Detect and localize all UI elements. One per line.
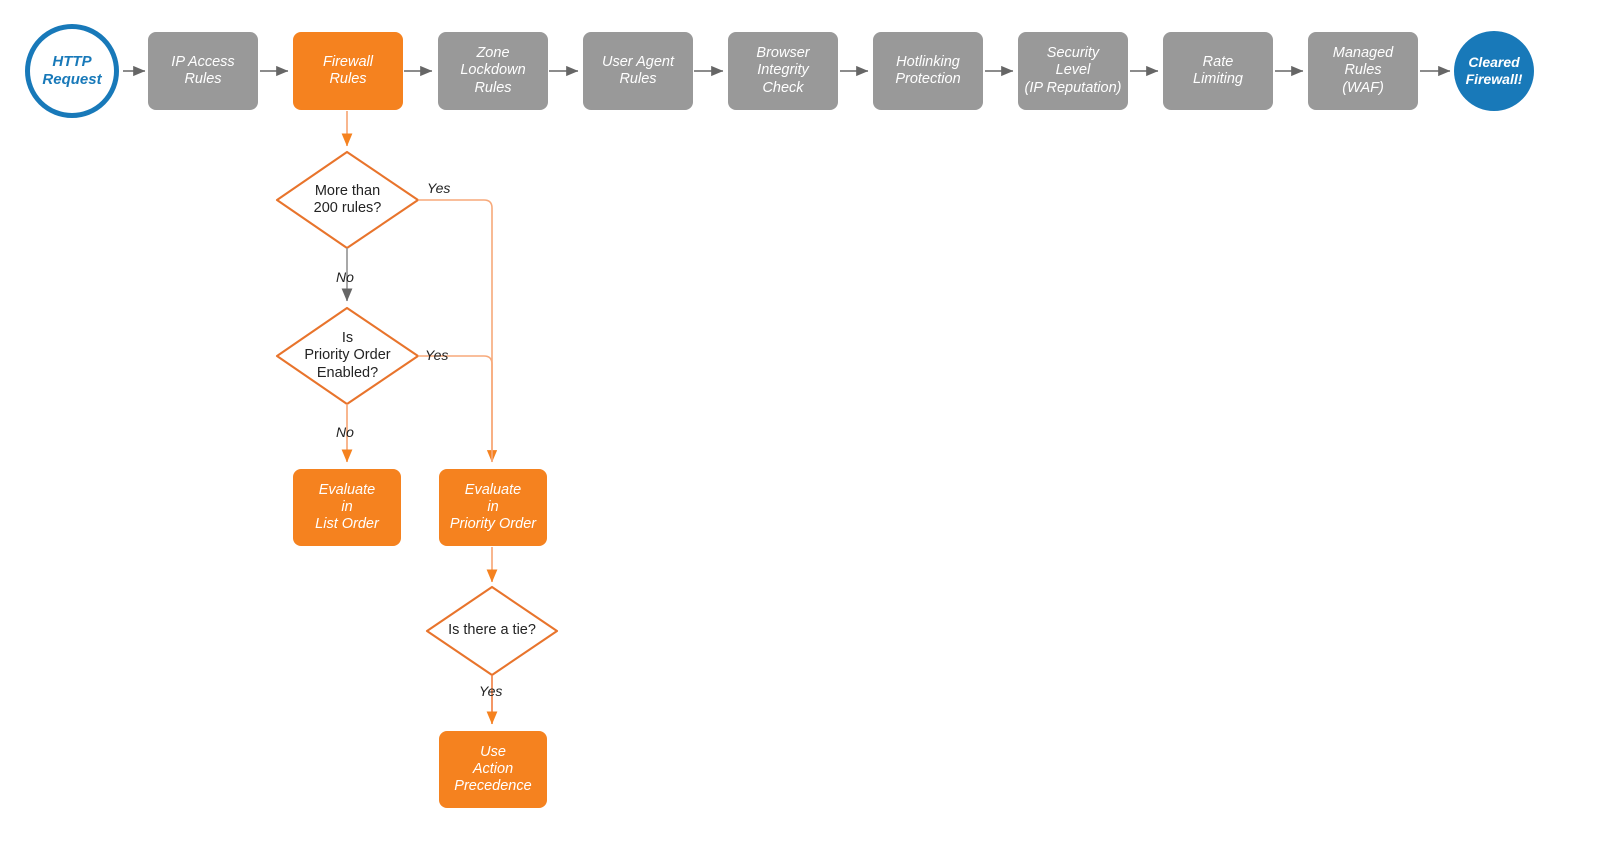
edge-label-more-than-200-yes: Yes: [427, 180, 451, 196]
edge-decision1-yes: [418, 199, 498, 463]
edge-label-priority-order-yes: Yes: [425, 347, 449, 363]
decision-is-there-a-tie[interactable]: Is there a tie?: [422, 620, 562, 642]
edge-label-more-than-200-no: No: [336, 269, 354, 285]
edge-label-tie-yes: Yes: [479, 683, 503, 699]
edge-decision2-yes: [418, 355, 493, 462]
decision-is-there-a-tie-label: Is there a tie?: [448, 622, 536, 639]
edge-label-priority-order-no: No: [336, 424, 354, 440]
